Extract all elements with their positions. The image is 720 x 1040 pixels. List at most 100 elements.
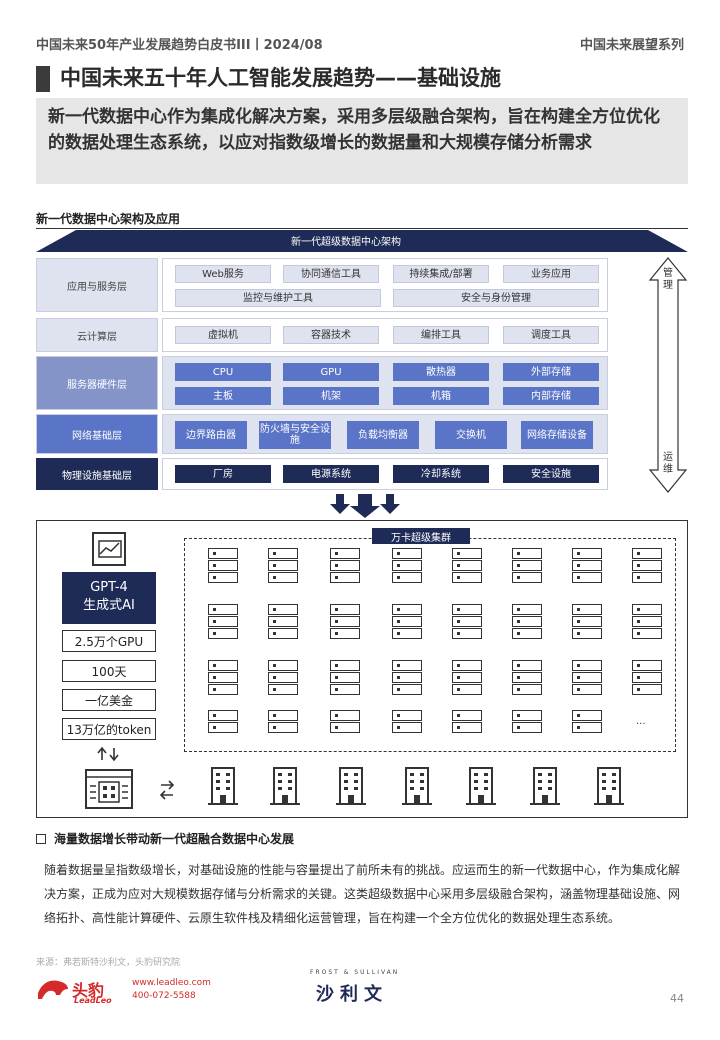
layer-label-physical: 物理设施基础层 [36,458,158,490]
cell-cooling: 冷却系统 [393,465,489,483]
more-ellipsis: ... [636,716,646,727]
stat-cost: 一亿美金 [62,689,156,711]
section-divider [36,228,688,229]
building-icon [402,767,432,805]
phone-number: 400-072-5588 [132,991,196,1001]
leadleo-logo-text: 头豹 [72,981,105,1000]
server-icon [268,660,298,696]
cell-gpu: GPU [283,363,379,381]
layer-label-network: 网络基础层 [36,414,158,454]
cell-security-identity: 安全与身份管理 [393,289,599,307]
layer-panel-hardware: CPU GPU 散热器 外部存储 主板 机架 机箱 内部存储 [162,356,608,410]
model-name: GPT-4 [90,580,128,595]
cell-power: 电源系统 [283,465,379,483]
cell-external-storage: 外部存储 [503,363,599,381]
server-icon [452,660,482,696]
server-icon [268,548,298,584]
leadleo-logo-en: LeadLeo [74,996,112,1005]
building-icon [530,767,560,805]
body-paragraph: 随着数据量呈指数级增长，对基础设施的性能与容量提出了前所未有的挑战。应运而生的新… [44,863,681,925]
leopard-logo-icon [38,980,68,999]
bullet-heading-text: 海量数据增长带动新一代超融合数据中心发展 [54,832,295,846]
management-label: 管理 [663,268,673,291]
cell-heatsink: 散热器 [393,363,489,381]
building-icon [208,767,238,805]
server-icon [392,660,422,696]
building-icon [594,767,624,805]
sync-horizontal-icon [159,780,175,800]
cell-ci-cd: 持续集成/部署 [393,265,489,283]
operations-label: 运维 [663,452,673,475]
server-icon [330,604,360,640]
cell-motherboard: 主板 [175,387,271,405]
cell-scheduling: 调度工具 [503,326,599,344]
checkbox-bullet-icon [36,834,46,844]
page-title: 中国未来五十年人工智能发展趋势——基础设施 [60,66,501,90]
cell-firewall: 防火墙与安全设施 [259,421,331,449]
server-icon [452,548,482,584]
layer-panel-physical: 厂房 电源系统 冷却系统 安全设施 [162,458,608,490]
bullet-heading: 海量数据增长带动新一代超融合数据中心发展 [36,830,294,847]
down-arrows-icon [330,494,400,518]
cell-internal-storage: 内部存储 [503,387,599,405]
cell-cpu: CPU [175,363,271,381]
cell-network-storage: 网络存储设备 [521,421,593,449]
cell-rack: 机架 [283,387,379,405]
cluster-tag: 万卡超级集群 [372,528,470,544]
model-box: GPT-4 生成式AI [62,572,156,624]
cell-load-balancer: 负载均衡器 [347,421,419,449]
server-icon [330,710,360,734]
cluster-container [36,520,688,818]
cell-container: 容器技术 [283,326,379,344]
server-icon [208,660,238,696]
architecture-header-banner [36,230,688,252]
cell-switch: 交换机 [435,421,507,449]
layer-label-application: 应用与服务层 [36,258,158,312]
server-icon [268,710,298,734]
building-icon [466,767,496,805]
server-icon [632,604,662,640]
server-icon [632,548,662,584]
server-icon [208,710,238,734]
layer-label-cloud: 云计算层 [36,318,158,352]
server-icon [452,710,482,734]
server-icon [208,604,238,640]
website-link[interactable]: www.leadleo.com [132,978,211,988]
server-icon [452,604,482,640]
section-label: 新一代数据中心架构及应用 [36,212,181,226]
double-arrow-icon [648,257,688,493]
server-cluster-area [184,538,676,752]
cell-edge-router: 边界路由器 [175,421,247,449]
layer-label-hardware: 服务器硬件层 [36,356,158,410]
server-icon [392,710,422,734]
chart-document-icon [92,532,126,566]
server-icon [512,604,542,640]
report-series-title: 中国未来50年产业发展趋势白皮书III丨2024/08 [36,38,323,53]
cell-security-facility: 安全设施 [503,465,599,483]
server-icon [392,604,422,640]
source-note: 来源：弗若斯特沙利文，头豹研究院 [36,958,181,968]
frost-sullivan-cn: 沙利文 [316,984,388,1005]
cell-orchestration: 编排工具 [393,326,489,344]
cell-chassis: 机箱 [393,387,489,405]
stat-days: 100天 [62,660,156,682]
server-icon [572,604,602,640]
server-icon [208,548,238,584]
server-icon [572,710,602,734]
server-icon [330,548,360,584]
building-icon [270,767,300,805]
sync-vertical-icon [97,746,119,762]
cell-business-apps: 业务应用 [503,265,599,283]
title-marker [36,66,50,92]
cell-collab-tools: 协同通信工具 [283,265,379,283]
server-icon [512,548,542,584]
cell-vm: 虚拟机 [175,326,271,344]
page-number: 44 [670,992,684,1005]
server-icon [330,660,360,696]
control-panel-icon [85,769,133,809]
stat-tokens: 13万亿的token [62,718,156,740]
building-icon [336,767,366,805]
cell-web-service: Web服务 [175,265,271,283]
frost-sullivan-en: FROST & SULLIVAN [310,969,400,976]
server-icon [512,710,542,734]
